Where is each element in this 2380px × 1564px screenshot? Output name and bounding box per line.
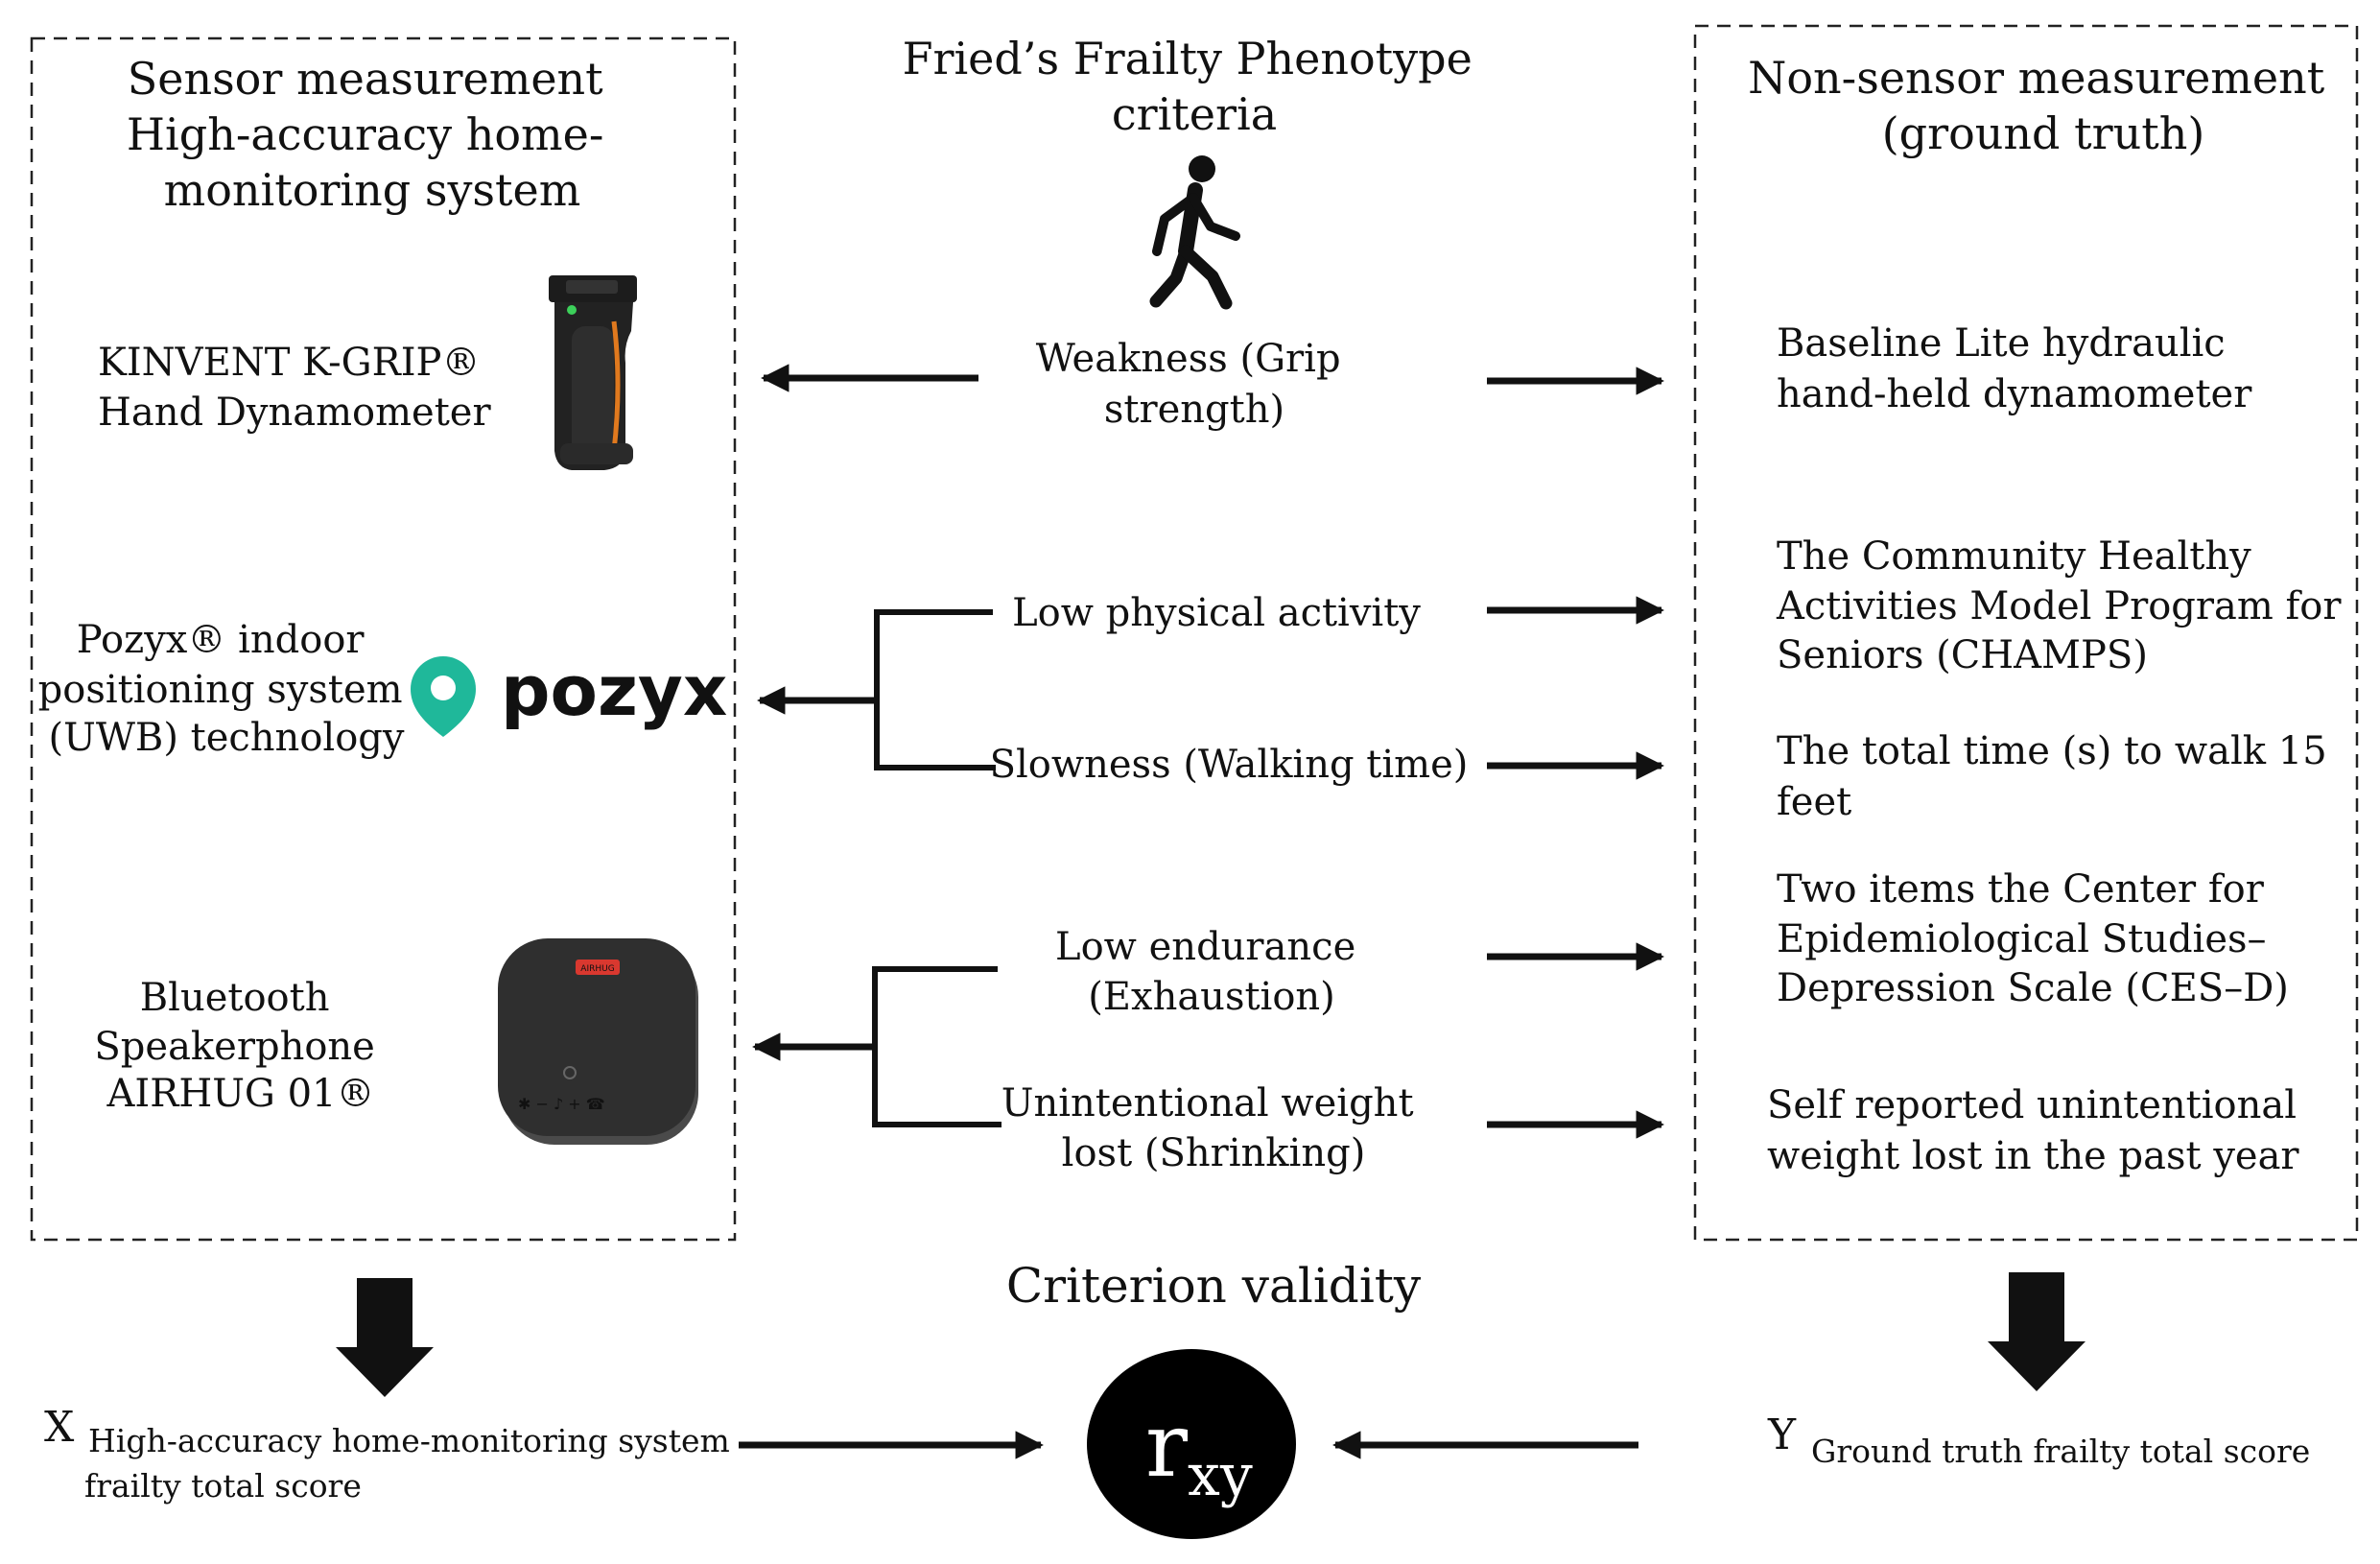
device-label-airhug: Bluetooth Speakerphone AIRHUG 01® <box>94 976 387 1116</box>
bracket-endurance-weight <box>872 966 1001 1127</box>
x-score-label: High-accuracy home-monitoring system fra… <box>84 1422 740 1505</box>
measure-self-report-weight: Self reported unintentional weight lost … <box>1767 1083 2309 1178</box>
criterion-slowness: Slowness (Walking time) <box>990 743 1469 787</box>
left-panel-title: Sensor measurement High-accuracy home- m… <box>127 53 618 216</box>
device-label-pozyx: Pozyx® indoor positioning system (UWB) t… <box>38 618 415 760</box>
y-variable: Y <box>1767 1410 1797 1459</box>
criterion-weakness: Weakness (Grip strength) <box>1036 337 1354 432</box>
criterion-low-activity: Low physical activity <box>1012 591 1421 635</box>
measure-walk-time: The total time (s) to walk 15 feet <box>1777 729 2339 824</box>
down-arrow-right <box>1988 1272 2085 1391</box>
rxy-label: rxy <box>1145 1394 1253 1509</box>
measure-baseline-dynamometer: Baseline Lite hydraulic hand-held dynamo… <box>1777 321 2252 416</box>
speakerphone-image: AIRHUG ✱ − ♪ + ☎ <box>498 938 698 1145</box>
measure-champs: The Community Healthy Activities Model P… <box>1776 534 2353 677</box>
grip-dynamometer-image <box>549 275 637 470</box>
right-panel-title: Non-sensor measurement (ground truth) <box>1748 52 2339 159</box>
center-title: Fried’s Frailty Phenotype criteria <box>903 33 1487 140</box>
measure-ces-d: Two items the Center for Epidemiological… <box>1777 867 2289 1010</box>
bracket-activity-slowness <box>874 609 996 770</box>
walking-person-icon <box>1149 155 1240 310</box>
svg-text:✱ − ♪ + ☎: ✱ − ♪ + ☎ <box>518 1095 605 1113</box>
device-label-kgrip: KINVENT K-GRIP® Hand Dynamometer <box>98 341 492 435</box>
svg-text:AIRHUG: AIRHUG <box>580 964 614 974</box>
y-score-label: Ground truth frailty total score <box>1811 1433 2310 1470</box>
criterion-validity-title: Criterion validity <box>1006 1258 1422 1314</box>
right-panel-frame <box>1693 24 2359 1242</box>
rxy-circle <box>1087 1349 1296 1539</box>
svg-text:pozyx: pozyx <box>501 651 727 731</box>
criterion-low-endurance: Low endurance (Exhaustion) <box>1055 925 1368 1019</box>
x-variable: X <box>44 1403 75 1452</box>
left-panel-frame <box>30 36 737 1242</box>
criterion-weight-lost: Unintentional weight lost (Shrinking) <box>1001 1081 1426 1175</box>
down-arrow-left <box>336 1278 434 1397</box>
pozyx-logo: pozyx <box>411 651 727 737</box>
